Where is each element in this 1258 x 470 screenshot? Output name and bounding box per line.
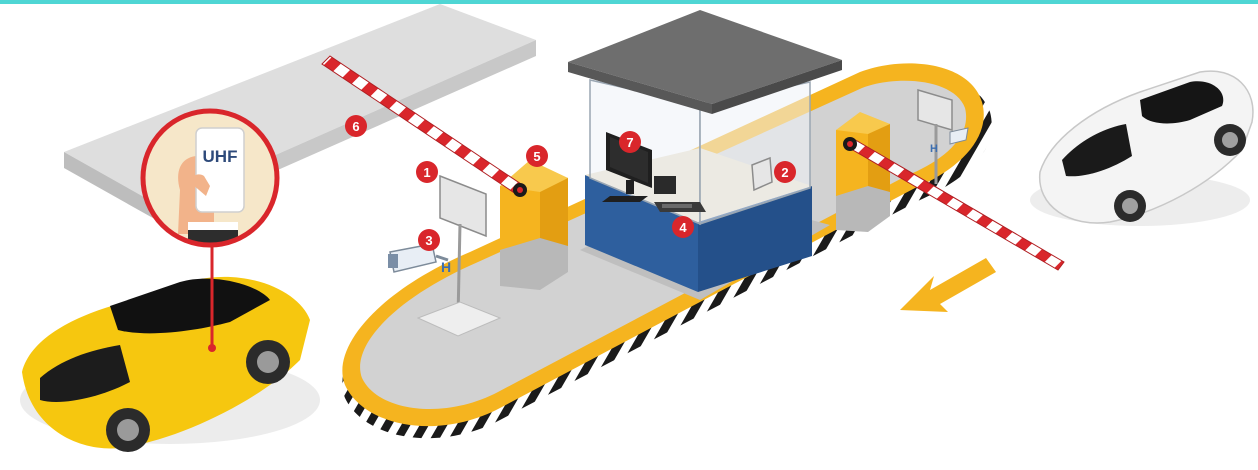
badge-2: 2 bbox=[774, 161, 796, 183]
badge-3: 3 bbox=[418, 229, 440, 251]
badge-6: 6 bbox=[345, 115, 367, 137]
svg-text:2: 2 bbox=[781, 165, 788, 180]
svg-text:3: 3 bbox=[425, 233, 432, 248]
exit-arrow-icon bbox=[900, 258, 996, 312]
badge-1: 1 bbox=[416, 161, 438, 183]
uhf-tag-label: UHF bbox=[203, 147, 238, 166]
svg-text:H: H bbox=[441, 259, 451, 275]
badge-7: 7 bbox=[619, 131, 641, 153]
svg-text:4: 4 bbox=[679, 220, 687, 235]
top-bar bbox=[0, 0, 1258, 4]
yellow-car-icon bbox=[20, 277, 320, 452]
uhf-tag-card bbox=[196, 128, 244, 212]
badge-4: 4 bbox=[672, 216, 694, 238]
svg-text:5: 5 bbox=[533, 149, 540, 164]
camera-icon: H bbox=[388, 244, 451, 275]
svg-text:7: 7 bbox=[626, 135, 633, 150]
controller-icon bbox=[654, 202, 706, 212]
svg-text:1: 1 bbox=[423, 165, 430, 180]
svg-text:H: H bbox=[930, 143, 938, 155]
exit-barrier-post-icon bbox=[836, 112, 890, 232]
badge-5: 5 bbox=[526, 145, 548, 167]
white-car-icon bbox=[1030, 71, 1253, 226]
svg-text:6: 6 bbox=[352, 119, 359, 134]
